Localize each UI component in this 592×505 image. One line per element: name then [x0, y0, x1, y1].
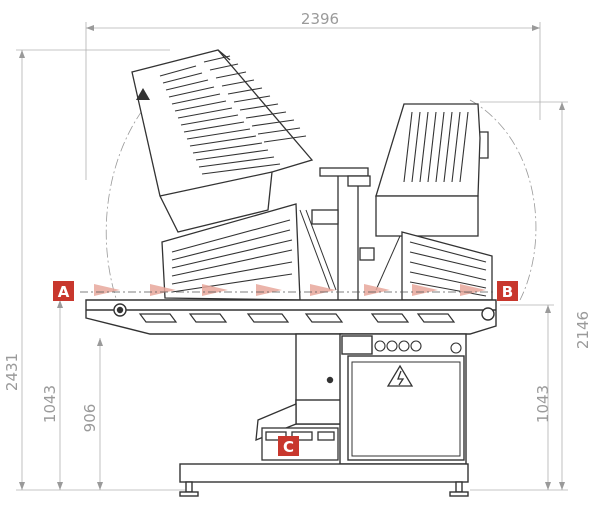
marker-b: B [497, 281, 518, 301]
left-lower-guard [161, 203, 301, 301]
dim-total-width: 2396 [301, 10, 339, 28]
base-frame [179, 463, 469, 497]
conveyor [85, 299, 497, 335]
control-buttons [374, 340, 462, 354]
triangle-logo-icon [136, 88, 150, 100]
dimension-lines [16, 22, 568, 491]
flow-arrows [94, 284, 486, 296]
left-hood-vents [159, 55, 307, 175]
dim-right-low-height: 1043 [534, 385, 552, 423]
dim-left-height: 1043 [41, 385, 59, 423]
marker-c: C [278, 436, 299, 456]
right-lower-guard [401, 231, 493, 301]
conveyor-trays [138, 313, 456, 323]
svg-text:C: C [283, 438, 294, 456]
svg-text:B: B [502, 283, 513, 301]
lower-tray [255, 403, 339, 461]
dimension-arrows [19, 25, 565, 490]
right-hood-vents [403, 111, 469, 183]
marker-a: A [53, 281, 74, 301]
left-hood [131, 49, 314, 233]
dim-total-height: 2431 [3, 353, 21, 391]
dim-right-height: 2146 [574, 311, 592, 349]
right-hood [375, 103, 489, 237]
dim-inner-left-height: 906 [81, 404, 99, 433]
svg-text:A: A [58, 283, 70, 301]
lightning-warning-icon [386, 364, 414, 387]
